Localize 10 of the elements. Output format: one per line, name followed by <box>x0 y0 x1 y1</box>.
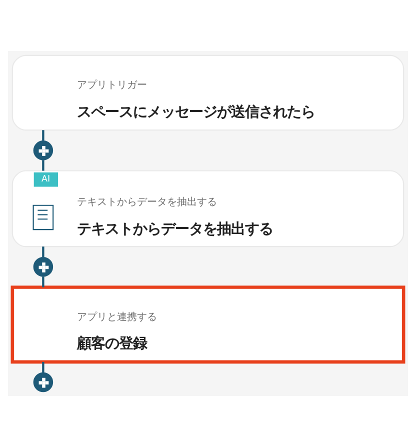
node-circle <box>33 140 54 160</box>
node-circle <box>33 372 54 392</box>
connector <box>42 276 44 288</box>
node-box: アプリトリガー スペースにメッセージが送信されたら <box>12 54 404 131</box>
node-box: アプリと連携する 顧客の登録 <box>10 286 406 364</box>
connector <box>42 362 44 373</box>
connector <box>42 246 44 258</box>
node-circle <box>33 257 54 277</box>
connector <box>42 130 44 141</box>
connector <box>42 160 44 171</box>
